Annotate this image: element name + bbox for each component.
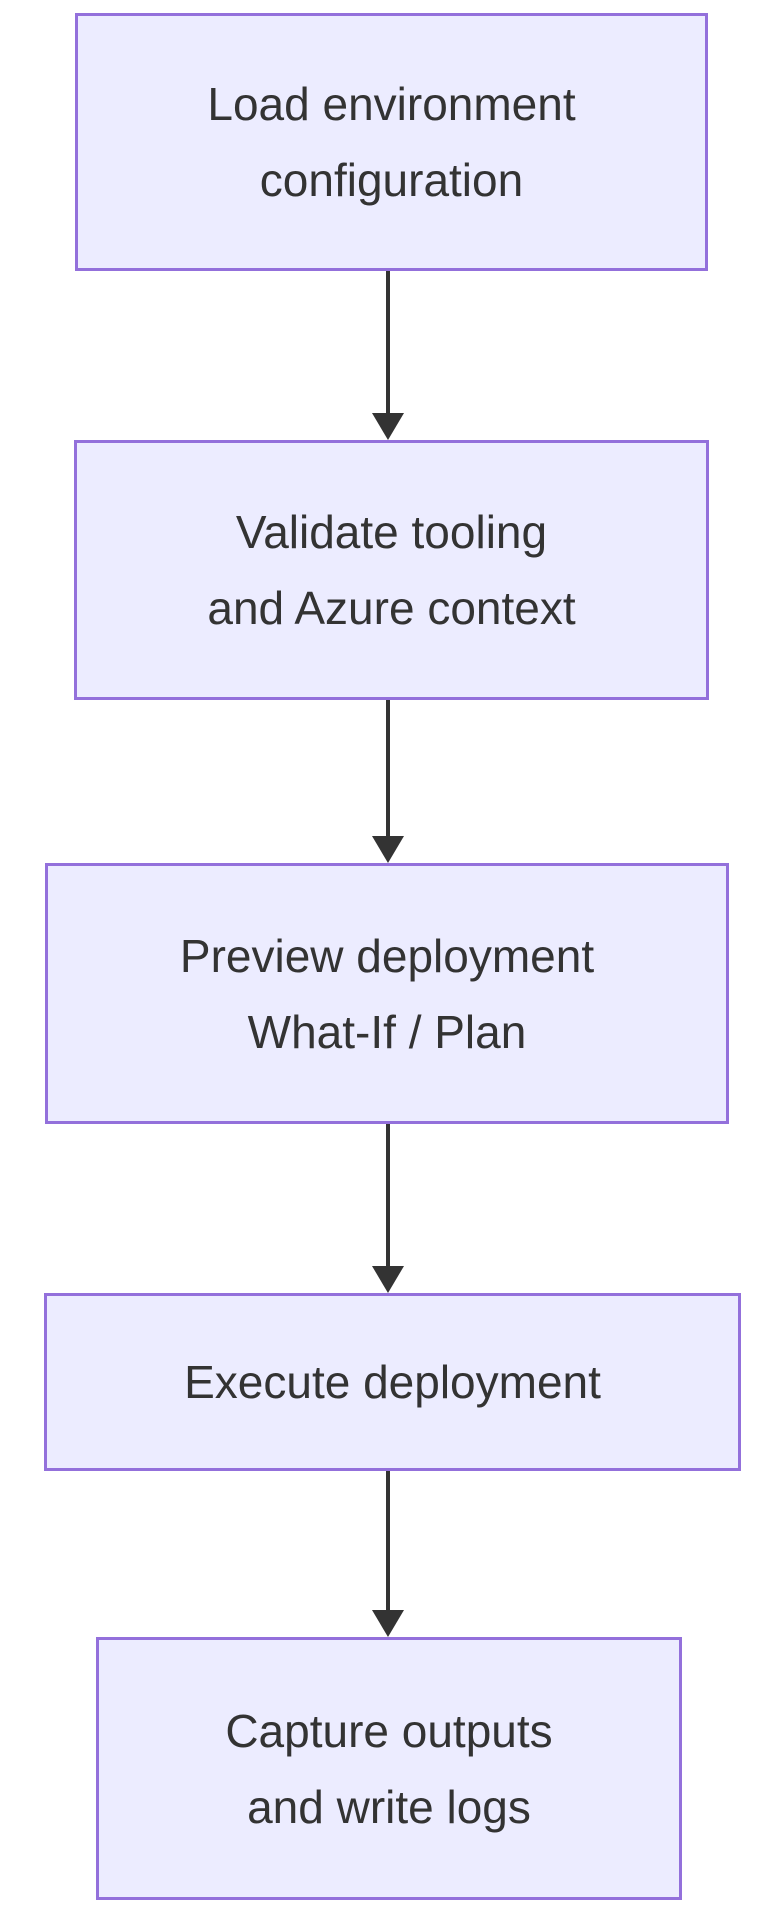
flow-arrow-2	[372, 700, 404, 863]
node-label-line: Execute deployment	[184, 1356, 601, 1408]
arrow-line	[386, 271, 390, 413]
flow-arrow-3	[372, 1124, 404, 1293]
arrow-line	[386, 700, 390, 836]
arrowhead-down-icon	[372, 1266, 404, 1293]
node-label-line: and Azure context	[207, 582, 576, 634]
flow-node-load-environment-configuration: Load environment configuration	[75, 13, 708, 271]
arrow-line	[386, 1124, 390, 1266]
arrowhead-down-icon	[372, 413, 404, 440]
flow-node-capture-outputs-write-logs: Capture outputs and write logs	[96, 1637, 682, 1900]
node-label-line: Load environment	[207, 78, 576, 130]
node-label-line: configuration	[259, 154, 524, 206]
arrowhead-down-icon	[372, 836, 404, 863]
flow-arrow-1	[372, 271, 404, 440]
flow-arrow-4	[372, 1471, 404, 1637]
arrowhead-down-icon	[372, 1610, 404, 1637]
arrow-line	[386, 1471, 390, 1610]
node-label-line: What-If / Plan	[247, 1005, 527, 1058]
flow-node-preview-deployment-whatif-plan: Preview deployment What-If / Plan	[45, 863, 729, 1124]
node-label-line: and write logs	[247, 1780, 531, 1833]
flow-node-validate-tooling-azure-context: Validate tooling and Azure context	[74, 440, 709, 700]
node-label-line: Preview deployment	[179, 929, 595, 982]
node-label-line: Validate tooling	[235, 506, 548, 558]
node-label-line: Capture outputs	[225, 1704, 553, 1757]
flow-node-execute-deployment: Execute deployment	[44, 1293, 741, 1471]
